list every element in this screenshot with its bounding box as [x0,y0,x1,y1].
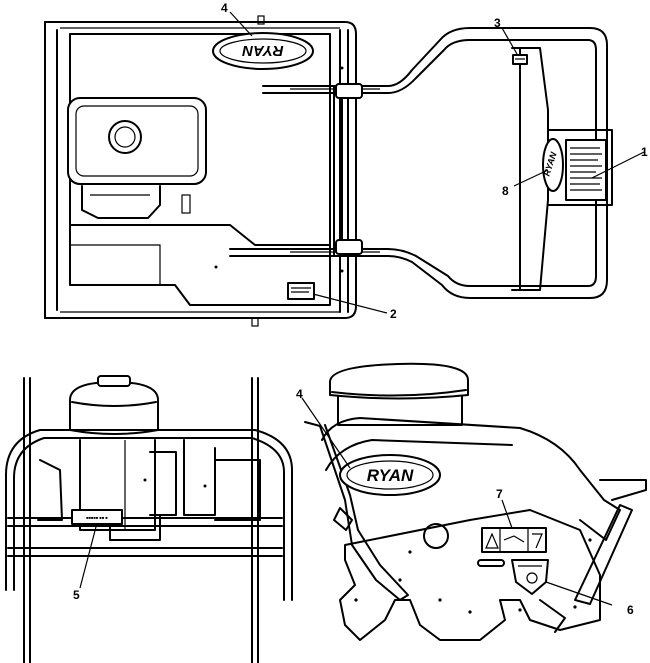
callouts: 1 2 3 4 4 5 6 7 8 [73,1,648,617]
callout-3: 3 [494,16,501,30]
side-view: RYAN [304,362,647,641]
decal-5-text: ■■■■■ ■■ ■ [86,515,108,520]
callout-1: 1 [641,145,648,159]
leader-lines [79,11,645,606]
callout-2: 2 [390,307,397,321]
callout-4-top: 4 [221,1,228,15]
callout-8: 8 [502,184,509,198]
callout-5: 5 [73,588,80,602]
top-view: RYAN RYAN [44,15,613,327]
logo-text-4-side: RYAN [367,466,414,485]
front-view: ■■■■■ ■■ ■ [5,375,293,663]
logo-text-4-top: RYAN [241,42,283,59]
callout-6: 6 [627,603,634,617]
decal-1-text-block [570,147,602,191]
callout-4-side: 4 [296,387,303,401]
callout-7: 7 [496,487,503,501]
